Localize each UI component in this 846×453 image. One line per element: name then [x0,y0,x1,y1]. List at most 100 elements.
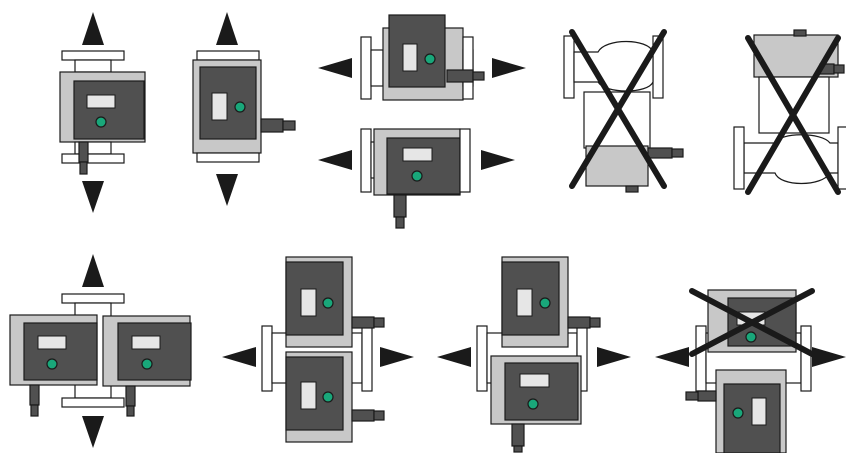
arrow-up-icon [82,12,104,45]
pipe-flange-left [695,325,707,392]
pipe-flange-bottom [61,397,125,408]
arrow-left-icon [437,347,471,367]
cable-connector [511,423,525,447]
control-module-right [117,322,192,381]
pipe-flange-left [476,325,488,392]
pump-body [583,91,651,149]
pipe-flange-right [459,128,471,193]
pump-body [758,76,830,134]
arrow-left-icon [318,150,352,170]
cable-connector-tip [373,317,385,328]
cable-connector [697,390,717,402]
cable-connector [393,194,407,218]
arrow-down-icon [82,416,104,448]
led-icon [46,358,58,370]
pipe-flange-left [563,35,575,99]
led-icon [95,116,107,128]
display [131,335,161,350]
arrow-right-icon [597,347,631,367]
pipe-flange-left [261,325,273,392]
pipe-flange-right [361,325,373,392]
pipe-flange-left [360,128,372,193]
led-icon [322,391,334,403]
display [300,288,317,317]
display [751,397,767,426]
panel-9 [655,288,846,453]
control-module [386,137,461,195]
pipe-flange-right [462,36,474,100]
arrow-left-icon [655,347,689,367]
cable-connector [351,316,375,329]
pipe-flange-top [61,293,125,304]
arrow-up-icon [216,12,238,45]
arrow-down-icon [82,181,104,213]
pipe-flange-bottom [196,152,260,163]
led-icon [141,358,153,370]
pipe-flange-left [733,126,745,190]
pipe-flange-right [837,126,846,190]
pipe-flange-top [196,50,260,61]
display [86,94,116,109]
pipe-segment [74,59,112,73]
cable-connector-tip [671,148,684,158]
pipe-segment [370,49,384,87]
control-module [73,80,145,140]
cable-connector-tip [513,445,523,453]
cable-connector [78,141,89,163]
cable-connector [351,409,375,422]
panel-6 [9,254,192,448]
cable-connector [260,118,284,133]
display [516,288,533,317]
pipe-flange-bottom [61,153,125,164]
cross-icon [689,288,815,357]
pipe-flange-top [61,50,125,61]
terminal [793,29,807,37]
led-icon [424,53,436,65]
arrow-left-icon [318,58,352,78]
cable-connector-tip [282,120,296,131]
panel-7 [222,256,414,443]
display [211,92,228,121]
display [37,335,67,350]
display [519,373,550,388]
display [300,381,317,410]
led-icon [411,170,423,182]
arrow-right-icon [492,58,526,78]
arrow-right-icon [812,347,846,367]
arrow-down-icon [216,174,238,206]
control-module-left [23,322,98,381]
led-icon [527,398,539,410]
cable-connector-tip [79,161,88,175]
arrow-left-icon [222,347,256,367]
cable-connector [446,69,474,83]
led-icon [539,297,551,309]
cable-connector-tip [472,71,485,81]
cross-icon [569,29,667,189]
led-icon [322,297,334,309]
panel-5 [733,29,846,195]
cable-connector-tip [685,391,699,401]
led-icon [234,101,246,113]
cross-icon [745,35,841,195]
cable-connector [29,384,40,406]
arrow-right-icon [481,150,515,170]
pipe-flange-right [800,325,812,392]
panel-1 [59,12,146,213]
cable-connector [125,385,136,407]
display [402,147,433,162]
panel-3b [318,128,515,229]
panel-4 [563,29,684,193]
panel-2 [192,12,296,206]
led-icon [745,331,757,343]
cable-connector [647,147,673,159]
cable-connector-tip [589,317,601,328]
arrow-right-icon [380,347,414,367]
pump-body-lower [585,145,649,187]
arrow-up-icon [82,254,104,287]
control-module [199,66,257,140]
terminal [625,185,639,193]
display [402,43,418,72]
cable-connector-tip [126,405,135,417]
cable-connector [567,316,591,329]
